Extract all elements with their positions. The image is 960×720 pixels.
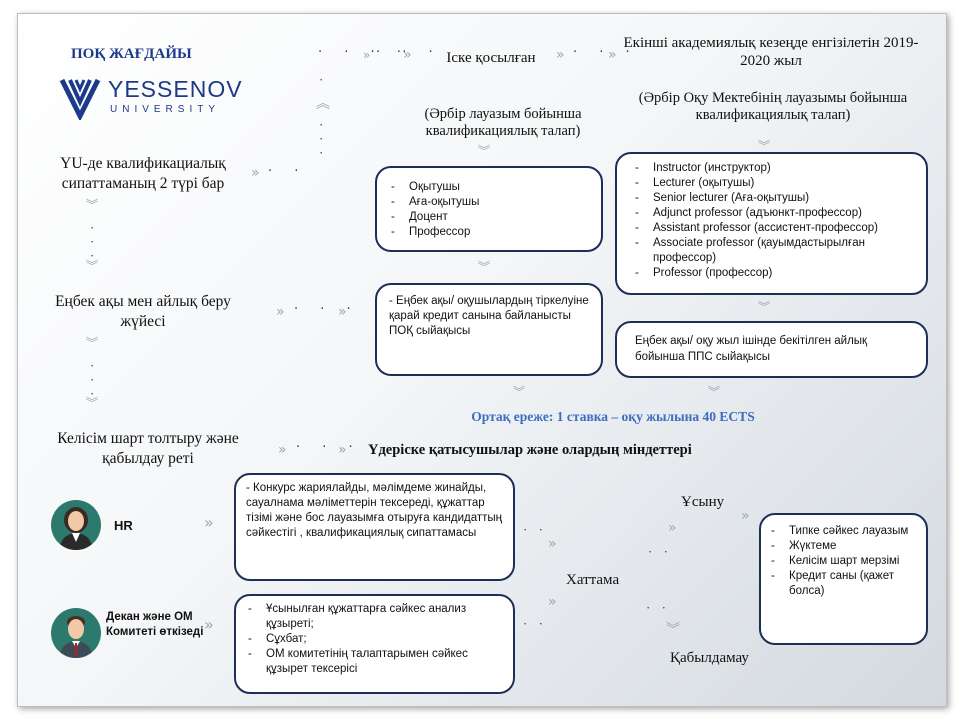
offer-label: Ұсыну [681, 494, 725, 510]
position-item: Lecturer (оқытушы) [629, 176, 918, 191]
connector-dots: · · [268, 164, 308, 179]
double-chevron-right-icon: » [363, 48, 371, 62]
double-chevron-down-icon: ︾ [86, 336, 99, 350]
offer-terms-list: Типке сәйкес лауазым Жүктеме Келісім шар… [765, 524, 922, 599]
double-chevron-down-icon: ︾ [478, 260, 491, 274]
dean-label: Декан және ОМ Комитеті өткізеді [106, 611, 204, 638]
pay-box-new: Еңбек ақы/ оқу жыл ішінде бекітілген айл… [615, 321, 928, 378]
positions-box-current: Оқытушы Аға-оқытушы Доцент Профессор [375, 166, 603, 252]
offer-term-item: Кредит саны (қажет болса) [765, 569, 922, 599]
double-chevron-right-icon: » [204, 513, 214, 532]
qualification-types: YU-де квалификациалық сипаттаманың 2 түр… [60, 155, 226, 192]
implemented-label: Іске қосылған [446, 50, 536, 66]
positions-list-new: Instructor (инструктор) Lecturer (оқытуш… [629, 161, 918, 281]
requirement-right: (Әрбір Оқу Мектебінің лауазымы бойынша к… [638, 90, 908, 123]
double-chevron-down-icon: ︾ [666, 622, 680, 638]
double-chevron-down-icon: ︾ [86, 198, 99, 212]
common-rule: Ортақ ереже: 1 ставка – оқу жылына 40 EC… [471, 409, 755, 424]
woman-avatar-icon [59, 507, 93, 550]
connector-dots: · · · [294, 302, 360, 317]
double-chevron-down-icon: ︾ [86, 259, 99, 273]
position-item: Оқытушы [385, 180, 593, 195]
logo-emblem-icon [59, 78, 101, 120]
offer-term-item: Типке сәйкес лауазым [765, 524, 922, 539]
second-stage-label: Екінші академиялық кезеңде енгізілетін 2… [623, 35, 919, 69]
connector-dot: · [319, 72, 324, 87]
participants-title: Үдеріске қатысушылар және олардың міндет… [368, 442, 692, 458]
logo-sub: UNIVERSITY [110, 104, 221, 115]
double-chevron-down-icon: ︾ [86, 396, 99, 410]
hr-label: HR [114, 518, 133, 533]
double-chevron-down-icon: ︾ [478, 144, 491, 158]
double-chevron-right-icon: » [338, 442, 347, 458]
connector-dots: · · · [376, 45, 442, 60]
protocol-label: Хаттама [566, 572, 620, 588]
double-chevron-right-icon: » [278, 442, 287, 458]
connector-dots: · · [523, 616, 547, 631]
double-chevron-down-icon: ︾ [513, 385, 526, 399]
pay-box-current: - Еңбек ақы/ оқушылардың тіркелуіне қара… [375, 283, 603, 376]
hr-avatar [51, 500, 101, 550]
dean-avatar [51, 608, 101, 658]
double-chevron-right-icon: » [204, 615, 214, 634]
connector-dots: ··· [90, 220, 95, 263]
offer-term-item: Келісім шарт мерзімі [765, 554, 922, 569]
dean-duty-item: ОМ комитетінің талаптарымен сәйкес құзыр… [242, 647, 507, 677]
contract-procedure: Келісім шарт толтыру және қабылдау реті [57, 430, 239, 467]
man-avatar-icon [59, 616, 93, 658]
position-item: Доцент [385, 210, 593, 225]
position-item: Аға-оқытушы [385, 195, 593, 210]
double-chevron-right-icon: » [741, 508, 750, 524]
position-item: Assistant professor (ассистент-профессор… [629, 221, 918, 236]
double-chevron-down-icon: ︾ [708, 385, 721, 399]
double-chevron-up-right-icon: » [668, 520, 677, 536]
double-chevron-down-right-icon: » [548, 536, 557, 552]
double-chevron-down-icon: ︾ [758, 300, 771, 314]
connector-dots: · · · [573, 45, 639, 60]
connector-dots: · · [646, 600, 670, 615]
double-chevron-right-icon: » [276, 304, 285, 320]
position-item: Associate professor (қауымдастырылған пр… [629, 236, 918, 266]
double-chevron-right-icon: » [608, 47, 617, 63]
reject-label: Қабылдамау [670, 650, 749, 666]
positions-list-current: Оқытушы Аға-оқытушы Доцент Профессор [385, 180, 593, 240]
dean-duties-list: Ұсынылған құжаттарға сәйкес анализ құзыр… [242, 602, 507, 677]
connector-dots: · · [648, 544, 672, 559]
position-item: Senior lecturer (Аға-оқытушы) [629, 191, 918, 206]
connector-dots: · · · · [318, 45, 410, 60]
offer-terms-box: Типке сәйкес лауазым Жүктеме Келісім шар… [759, 513, 928, 645]
dean-duties-box: Ұсынылған құжаттарға сәйкес анализ құзыр… [234, 594, 515, 694]
double-chevron-up-right-icon: » [548, 594, 557, 610]
university-logo: YESSENOV UNIVERSITY [58, 76, 242, 124]
position-item: Профессор [385, 225, 593, 240]
double-chevron-right-icon: » [556, 47, 565, 63]
logo-name: YESSENOV [108, 76, 243, 102]
position-item: Adjunct professor (адъюнкт-профессор) [629, 206, 918, 221]
connector-dots: ··· [319, 117, 324, 160]
offer-term-item: Жүктеме [765, 539, 922, 554]
requirement-left: (Әрбір лауазым бойынша квалификациялық т… [424, 106, 582, 139]
double-chevron-down-icon: ︾ [758, 139, 771, 153]
hr-duties-box: - Конкурс жариялайды, мәлімдеме жинайды,… [234, 473, 515, 581]
salary-system: Еңбек ақы мен айлық беру жүйесі [55, 293, 231, 330]
dean-duty-item: Ұсынылған құжаттарға сәйкес анализ құзыр… [242, 602, 507, 632]
double-chevron-up-icon: ︽ [316, 96, 330, 112]
connector-dots: ··· [90, 358, 95, 401]
double-chevron-right-icon: » [403, 47, 412, 63]
positions-box-new: Instructor (инструктор) Lecturer (оқытуш… [615, 152, 928, 295]
connector-dots: · · [523, 522, 547, 537]
position-item: Professor (профессор) [629, 266, 918, 281]
slide: ПОҚ ЖАҒДАЙЫ YESSENOV UNIVERSITY YU-де кв… [17, 13, 947, 707]
double-chevron-right-icon: » [251, 165, 260, 181]
double-chevron-right-icon: » [338, 304, 347, 320]
connector-dots: · · · [296, 440, 362, 455]
position-item: Instructor (инструктор) [629, 161, 918, 176]
page-title: ПОҚ ЖАҒДАЙЫ [71, 46, 192, 62]
dean-duty-item: Сұхбат; [242, 632, 507, 647]
